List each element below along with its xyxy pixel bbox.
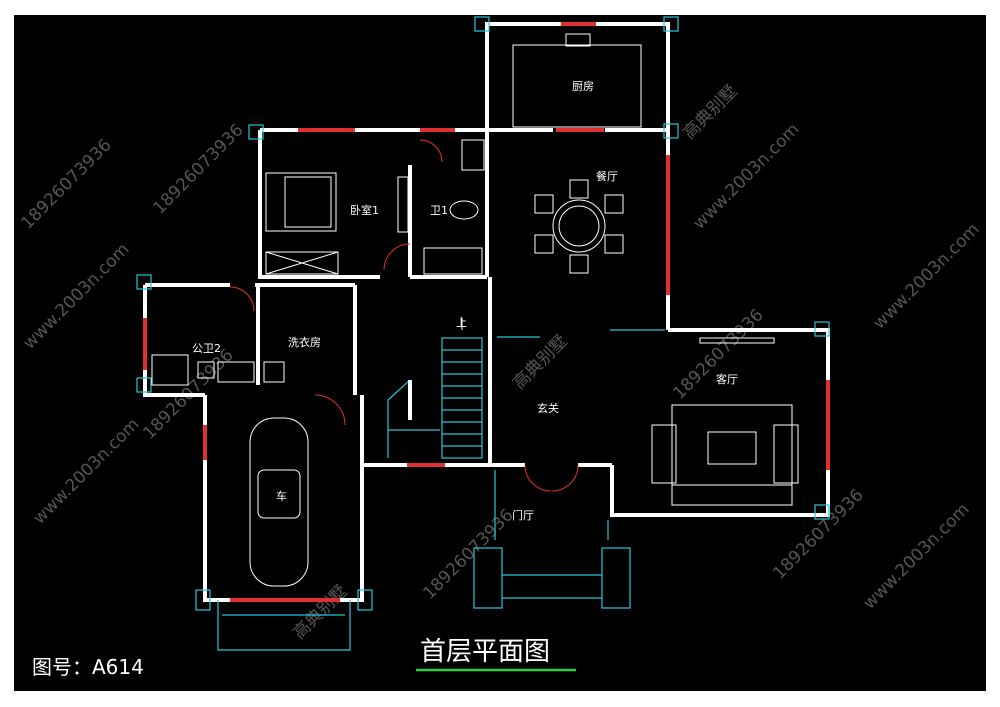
label-garage: 车	[276, 489, 287, 503]
watermark-layer: 18926073936 18926073936 www.2003n.com ww…	[17, 81, 983, 643]
watermark-brand: 高典别墅	[679, 81, 741, 143]
entry-porch	[473, 470, 631, 609]
watermark-site: www.2003n.com	[689, 119, 803, 233]
label-bedroom: 卧室1	[350, 203, 379, 217]
watermark-phone: 18926073936	[17, 135, 115, 233]
watermark-phone: 18926073936	[419, 505, 517, 603]
living-walls	[488, 277, 830, 520]
watermark-site: www.2003n.com	[19, 239, 133, 353]
label-dining: 餐厅	[596, 169, 618, 183]
drawing-canvas	[14, 15, 986, 691]
drawing-code: 图号：A614	[32, 655, 144, 679]
label-laundry: 洗衣房	[288, 335, 321, 349]
label-up: 上	[456, 316, 467, 329]
label-living: 客厅	[716, 372, 738, 386]
bedroom-walls	[248, 124, 489, 279]
watermark-site: www.2003n.com	[869, 219, 983, 333]
label-foyer: 玄关	[537, 401, 559, 415]
watermark-phone: 18926073936	[669, 305, 767, 403]
garage-walls	[195, 395, 490, 651]
drawing-title: 首层平面图	[420, 637, 550, 667]
watermark-phone: 18926073936	[149, 120, 247, 218]
label-bath2: 公卫2	[192, 342, 221, 355]
watermark-brand: 高典别墅	[289, 581, 351, 643]
stair-block	[360, 318, 483, 465]
watermark-brand: 高典别墅	[509, 331, 571, 393]
label-bath1: 卫1	[430, 204, 448, 217]
bath2-laundry-walls	[136, 274, 357, 426]
label-entry: 门厅	[512, 508, 534, 522]
dining-walls	[534, 123, 679, 330]
label-kitchen: 厨房	[572, 80, 594, 93]
room-labels: 厨房 餐厅 卧室1 卫1 公卫2 洗衣房 上 玄关 客厅 车 门厅	[192, 80, 738, 522]
watermark-site: www.2003n.com	[859, 499, 973, 613]
watermark-site: www.2003n.com	[29, 414, 143, 528]
watermark-phone: 18926073936	[769, 485, 867, 583]
kitchen-walls	[474, 16, 679, 132]
